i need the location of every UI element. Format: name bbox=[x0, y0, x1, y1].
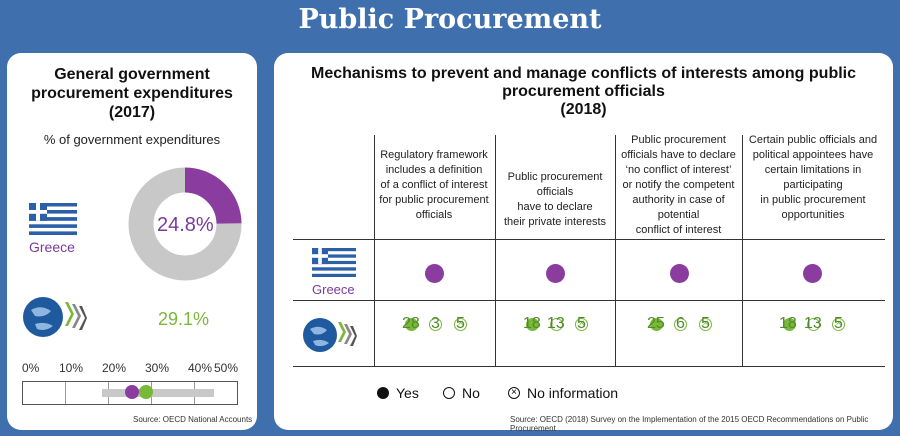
greece-value: 24.8% bbox=[157, 214, 214, 236]
greece-marker bbox=[125, 385, 139, 399]
oecd-yes-count: 25 bbox=[647, 315, 665, 332]
axis-tick: 50% bbox=[214, 361, 239, 375]
greece-flag-icon bbox=[312, 248, 356, 277]
procurement-expenditures-panel: General government procurement expenditu… bbox=[7, 53, 257, 430]
oecd-no-count: 13 bbox=[547, 315, 565, 332]
oecd-no-icon bbox=[807, 318, 820, 331]
oecd-no-icon bbox=[674, 318, 687, 331]
comparison-range-bar bbox=[22, 381, 238, 405]
oecd-yes-icon bbox=[526, 318, 539, 331]
greece-row-label: Greece bbox=[312, 282, 355, 297]
donut-greece-arc bbox=[184, 167, 242, 225]
right-heading-line-2: procurement officials bbox=[502, 83, 665, 100]
oecd-range-band bbox=[102, 389, 214, 397]
oecd-yes-icon bbox=[405, 318, 418, 331]
greece-yes-dot bbox=[803, 264, 822, 283]
right-heading-line-1: Mechanisms to prevent and manage conflic… bbox=[311, 65, 856, 82]
oecd-no-icon bbox=[550, 318, 563, 331]
oecd-yes-count: 18 bbox=[779, 315, 797, 332]
oecd-no-count: 3 bbox=[431, 315, 440, 332]
legend-yes-label: Yes bbox=[396, 385, 419, 401]
greece-label: Greece bbox=[29, 239, 75, 255]
oecd-ni-count: 5 bbox=[701, 315, 710, 332]
oecd-ni-count: 5 bbox=[834, 315, 843, 332]
greece-yes-dot bbox=[546, 264, 565, 283]
oecd-no-count: 13 bbox=[804, 315, 822, 332]
oecd-no-information-icon: × bbox=[575, 318, 588, 331]
oecd-marker bbox=[139, 385, 153, 399]
greece-yes-dot bbox=[425, 264, 444, 283]
left-heading-line-1: General government bbox=[54, 66, 210, 83]
legend-no-information-icon: × bbox=[508, 387, 520, 399]
axis-tick: 20% bbox=[102, 361, 127, 375]
oecd-no-icon bbox=[429, 318, 442, 331]
oecd-no-information-icon: × bbox=[832, 318, 845, 331]
oecd-value: 29.1% bbox=[158, 309, 210, 329]
legend-no-icon bbox=[443, 387, 455, 399]
left-subtitle: % of government expenditures bbox=[43, 132, 221, 147]
left-heading: General government procurement expenditu… bbox=[7, 65, 257, 122]
greece-flag-icon bbox=[29, 203, 77, 235]
oecd-yes-count: 28 bbox=[402, 315, 420, 332]
left-heading-line-2: procurement expenditures bbox=[31, 85, 233, 102]
legend-no-label: No bbox=[462, 385, 480, 401]
expenditure-donut-chart bbox=[128, 167, 242, 281]
conflict-of-interest-panel: Mechanisms to prevent and manage conflic… bbox=[274, 53, 893, 433]
axis-tick: 0% bbox=[22, 361, 40, 375]
right-heading-line-3: (2018) bbox=[560, 101, 607, 118]
oecd-logo-icon bbox=[303, 318, 357, 352]
right-source: Source: OECD (2018) Survey on the Implem… bbox=[510, 415, 869, 433]
page-title: Public Procurement bbox=[298, 4, 602, 35]
oecd-no-information-icon: × bbox=[699, 318, 712, 331]
axis-tick: 10% bbox=[59, 361, 84, 375]
axis-tick: 40% bbox=[188, 361, 213, 375]
legend-yes-icon bbox=[377, 387, 389, 399]
oecd-yes-icon bbox=[650, 318, 663, 331]
left-heading-line-3: (2017) bbox=[108, 104, 156, 121]
left-source: Source: OECD National Accounts bbox=[133, 415, 253, 424]
legend-no-information-label: No information bbox=[527, 385, 619, 401]
oecd-logo-icon bbox=[23, 297, 87, 337]
oecd-ni-count: 5 bbox=[577, 315, 586, 332]
oecd-yes-count: 18 bbox=[523, 315, 541, 332]
axis-tick: 30% bbox=[145, 361, 170, 375]
right-heading: Mechanisms to prevent and manage conflic… bbox=[274, 65, 893, 119]
oecd-no-information-icon: × bbox=[454, 318, 467, 331]
oecd-yes-icon bbox=[783, 318, 796, 331]
greece-yes-dot bbox=[670, 264, 689, 283]
oecd-ni-count: 5 bbox=[456, 315, 465, 332]
oecd-no-count: 6 bbox=[676, 315, 685, 332]
